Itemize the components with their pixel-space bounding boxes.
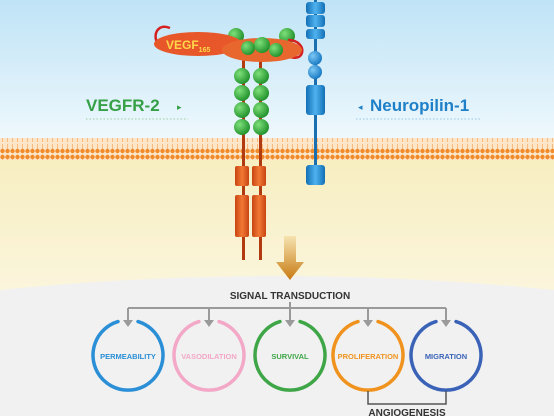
- angiogenesis-bracket: [367, 391, 447, 405]
- outcome-label: VASODILATION: [181, 352, 237, 361]
- outcome-vasodilation: VASODILATION: [172, 319, 246, 392]
- branch-arrowheads: [123, 320, 451, 327]
- outcome-label: PROLIFERATION: [338, 352, 399, 361]
- outcome-survival: SURVIVAL: [253, 319, 327, 392]
- signal-down-arrow-icon: [276, 236, 304, 280]
- arrowhead-icon: [363, 320, 373, 327]
- outcome-label: PERMEABILITY: [100, 352, 156, 361]
- angiogenesis-label: ANGIOGENESIS: [368, 408, 446, 416]
- outcome-label: MIGRATION: [425, 352, 467, 361]
- cell-membrane: [0, 138, 554, 160]
- arrowhead-icon: [204, 320, 214, 327]
- outcome-label: SURVIVAL: [271, 352, 309, 361]
- neuropilin-1-receptor: [306, 0, 325, 185]
- neuropilin-label: Neuropilin-1: [370, 96, 469, 115]
- outcome-migration: MIGRATION: [409, 319, 483, 392]
- vegfr2-label: VEGFR-2: [86, 96, 160, 115]
- arrowhead-icon: [441, 320, 451, 327]
- signal-transduction-title: SIGNAL TRANSDUCTION: [230, 291, 350, 302]
- vegfr2-arrow-icon: ▸: [177, 103, 182, 113]
- vegfr2-kinase-domains: [235, 166, 266, 237]
- vegf165-ligand: VEGF165: [154, 25, 304, 62]
- neuropilin-arrow-icon: ◂: [358, 103, 363, 113]
- arrowhead-icon: [285, 320, 295, 327]
- vegf-label: VEGF165: [166, 38, 210, 54]
- outcome-proliferation: PROLIFERATION: [331, 319, 405, 392]
- signal-branch-connectors: [127, 302, 447, 322]
- cytoplasm-region: [0, 160, 554, 290]
- nucleus-region: [0, 276, 554, 416]
- arrowhead-icon: [123, 320, 133, 327]
- vegf-subscript: 165: [199, 47, 211, 54]
- extracellular-space: [0, 0, 554, 138]
- outcome-permeability: PERMEABILITY: [91, 319, 165, 392]
